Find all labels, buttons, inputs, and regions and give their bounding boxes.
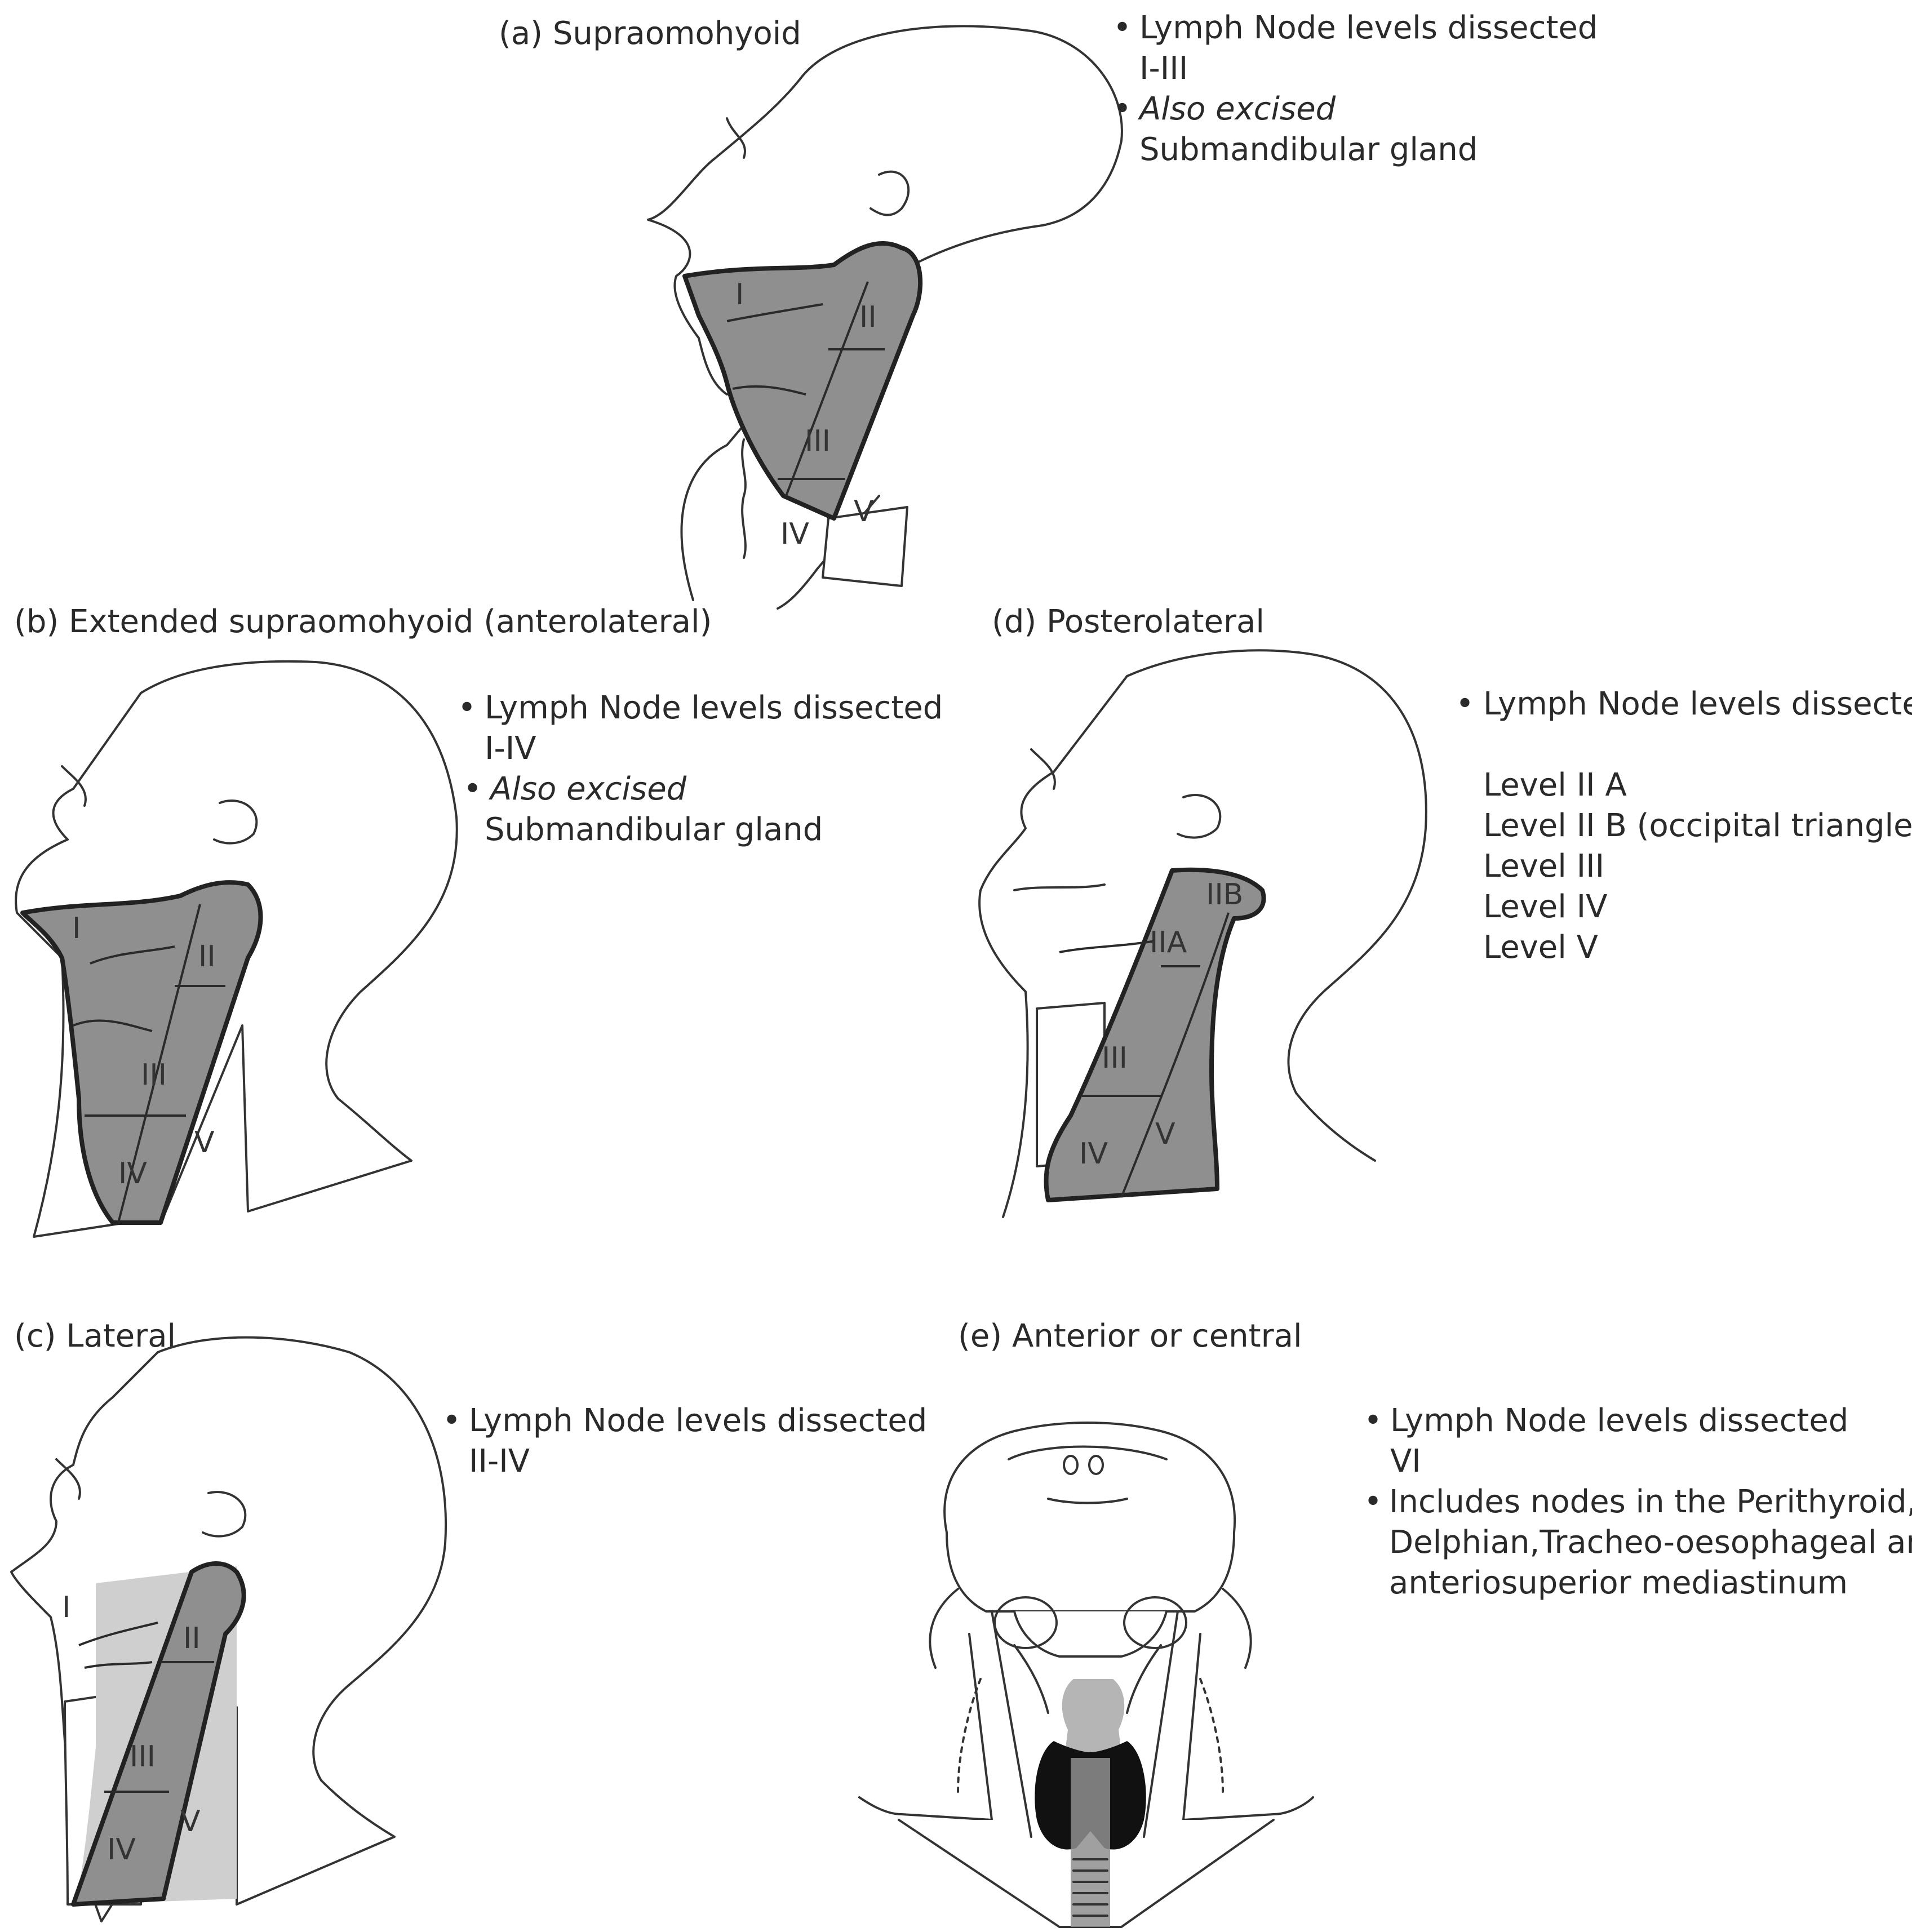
level-label: III — [805, 424, 831, 458]
bullet-detail: anteriosuperior mediastinum — [1389, 1565, 1848, 1601]
bullet-dot: • — [1364, 1484, 1382, 1520]
bullet-heading: Lymph Node levels dissected — [469, 1402, 927, 1439]
level-list-item: Level IV — [1483, 889, 1607, 925]
level-label: IIA — [1150, 926, 1187, 960]
bullet-detail: VI — [1390, 1443, 1421, 1480]
bullet-detail: Delphian,Tracheo-oesophageal and — [1389, 1524, 1912, 1561]
bullet-detail: II-IV — [469, 1443, 530, 1480]
panel-e: (e) Anterior or central • Lymph Node lev… — [859, 1318, 1912, 1927]
bullet-dot: • — [463, 771, 482, 807]
level-list-item: Level III — [1483, 848, 1604, 885]
level-label: V — [180, 1805, 201, 1838]
panel-a: (a) Supraomohyoid I II III IV V • Lymph … — [499, 10, 1598, 609]
bullet-dot: • — [1364, 1402, 1382, 1439]
level-label: IV — [780, 517, 809, 551]
panel-a-title: (a) Supraomohyoid — [499, 15, 801, 52]
bullet-dot: • — [1456, 686, 1474, 722]
level-label: IIB — [1206, 878, 1243, 912]
level-label: IV — [107, 1833, 136, 1867]
panel-d-bullets: • Lymph Node levels dissected Level II A… — [1456, 686, 1912, 966]
level-label: II — [198, 940, 216, 974]
panel-b-bullets: • Lymph Node levels dissected I-IV • Als… — [458, 690, 943, 848]
level-list-item: Level V — [1483, 929, 1598, 966]
level-label: I — [735, 278, 744, 312]
panel-b-title: (b) Extended supraomohyoid (anterolatera… — [14, 603, 712, 640]
panel-c: (c) Lateral I II III IV V • Lymph Node l… — [11, 1318, 927, 1921]
panel-c-bullets: • Lymph Node levels dissected II-IV — [442, 1402, 927, 1480]
panel-d-title: (d) Posterolateral — [992, 603, 1265, 640]
level-label: II — [859, 300, 877, 334]
bullet-dot: • — [458, 690, 476, 726]
panel-e-larynx — [1062, 1679, 1124, 1752]
level-list-item: Level II A — [1483, 767, 1627, 803]
bullet-detail: Submandibular gland — [1139, 131, 1478, 168]
level-label: I — [72, 912, 81, 945]
panel-e-title: (e) Anterior or central — [958, 1318, 1302, 1354]
bullet-heading: Also excised — [1138, 91, 1336, 127]
bullet-dot: • — [1113, 91, 1132, 127]
bullet-heading: Includes nodes in the Perithyroid, — [1389, 1484, 1912, 1520]
panel-c-title: (c) Lateral — [14, 1318, 176, 1354]
bullet-heading: Also excised — [489, 771, 687, 807]
level-label: III — [141, 1058, 167, 1092]
panel-a-bullets: • Lymph Node levels dissected I-III • Al… — [1113, 10, 1598, 168]
panel-e-level-vi-region — [1071, 1758, 1110, 1927]
level-label: IV — [118, 1157, 147, 1191]
level-label: III — [1102, 1041, 1128, 1075]
level-label: V — [854, 495, 874, 528]
bullet-dot: • — [1113, 10, 1132, 46]
level-label: II — [183, 1622, 201, 1655]
panel-b: (b) Extended supraomohyoid (anterolatera… — [14, 603, 943, 1237]
bullet-detail: I-III — [1139, 50, 1188, 87]
level-list-item: Level II B (occipital triangle) — [1483, 807, 1912, 844]
bullet-dot: • — [442, 1402, 461, 1439]
bullet-heading: Lymph Node levels dissected — [485, 690, 943, 726]
panel-d: (d) Posterolateral IIB IIA III IV V • Ly… — [979, 603, 1912, 1217]
panel-e-bullets: • Lymph Node levels dissected VI • Inclu… — [1364, 1402, 1912, 1601]
level-label: IV — [1079, 1137, 1108, 1171]
bullet-heading: Lymph Node levels dissected — [1483, 686, 1912, 722]
level-label: III — [130, 1740, 156, 1774]
level-label: I — [62, 1591, 70, 1624]
level-label: V — [1155, 1117, 1175, 1151]
level-label: V — [194, 1126, 215, 1160]
bullet-heading: Lymph Node levels dissected — [1139, 10, 1598, 46]
bullet-detail: I-IV — [485, 730, 536, 767]
bullet-heading: Lymph Node levels dissected — [1390, 1402, 1848, 1439]
bullet-detail: Submandibular gland — [485, 811, 823, 848]
